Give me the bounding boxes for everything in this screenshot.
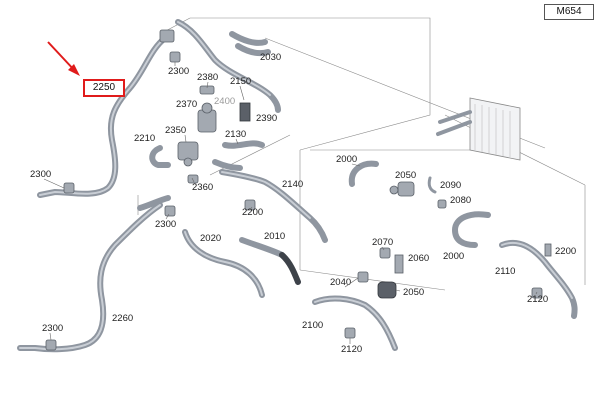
bracket-2390 xyxy=(239,102,251,122)
valve-2370 xyxy=(197,102,217,133)
label-2200-b: 2200 xyxy=(555,246,576,257)
clamp-2380 xyxy=(199,85,215,95)
hose-2260 xyxy=(17,202,163,353)
label-2020: 2020 xyxy=(200,233,221,244)
label-2300-left: 2300 xyxy=(30,169,51,180)
hose-2000-lower xyxy=(452,211,491,248)
clamp-2300-top xyxy=(169,51,181,63)
hose-2030 xyxy=(229,31,271,57)
label-2100: 2100 xyxy=(302,320,323,331)
hose-2020 xyxy=(182,229,265,298)
label-2260: 2260 xyxy=(112,313,133,324)
label-2050-b: 2050 xyxy=(403,287,424,298)
label-2400: 2400 xyxy=(214,96,235,107)
label-2080: 2080 xyxy=(450,195,471,206)
model-badge: M654 xyxy=(544,4,594,20)
hose-2210 xyxy=(149,145,171,168)
label-2090: 2090 xyxy=(440,180,461,191)
label-2050-a: 2050 xyxy=(395,170,416,181)
hose-2300-mid xyxy=(137,195,176,217)
hose-2010 xyxy=(239,237,301,285)
hose-2000-upper xyxy=(348,160,379,187)
hose-2110 xyxy=(499,240,578,319)
hose-2250 xyxy=(37,29,175,198)
heater-core xyxy=(436,97,521,161)
label-2350: 2350 xyxy=(165,125,186,136)
label-2360: 2360 xyxy=(192,182,213,193)
label-2040: 2040 xyxy=(330,277,351,288)
leader-lines xyxy=(43,62,538,344)
clamp-2300-left xyxy=(63,182,75,194)
label-2300-bottom: 2300 xyxy=(42,323,63,334)
clip-2090 xyxy=(427,176,437,194)
label-2110: 2110 xyxy=(495,266,515,277)
highlighted-part-label: 2250 xyxy=(83,79,125,97)
label-2120-a: 2120 xyxy=(341,344,362,355)
label-2200: 2200 xyxy=(242,207,263,218)
clamp-2360 xyxy=(187,174,199,184)
clamp-2300-bottom xyxy=(45,339,57,351)
hose-2100 xyxy=(312,295,398,351)
label-2210: 2210 xyxy=(134,133,155,144)
label-2130: 2130 xyxy=(225,129,246,140)
label-2150: 2150 xyxy=(230,76,251,87)
label-2370: 2370 xyxy=(176,99,197,110)
label-2030: 2030 xyxy=(260,52,281,63)
label-2300-top: 2300 xyxy=(168,66,189,77)
label-2300-mid: 2300 xyxy=(155,219,176,230)
label-2380: 2380 xyxy=(197,72,218,83)
hose-2140 xyxy=(212,159,328,243)
label-2000-a: 2000 xyxy=(336,154,357,165)
hose-2130 xyxy=(222,140,265,149)
label-2390: 2390 xyxy=(256,113,277,124)
pump-2050-lower xyxy=(377,247,404,299)
label-2010: 2010 xyxy=(264,231,285,242)
pointer-arrow xyxy=(47,41,80,76)
label-2120-b: 2120 xyxy=(527,294,548,305)
clamp-2040 xyxy=(357,271,369,283)
label-2000-b: 2000 xyxy=(443,251,464,262)
clip-2080 xyxy=(437,199,447,209)
label-2060: 2060 xyxy=(408,253,429,264)
pump-2350 xyxy=(177,141,199,167)
pump-2050-upper xyxy=(389,181,415,197)
part-labels: 2030 2300 2380 2150 2370 2400 2390 2210 … xyxy=(30,52,576,355)
hose-2150-group xyxy=(175,19,281,113)
label-2070: 2070 xyxy=(372,237,393,248)
label-2140: 2140 xyxy=(282,179,303,190)
